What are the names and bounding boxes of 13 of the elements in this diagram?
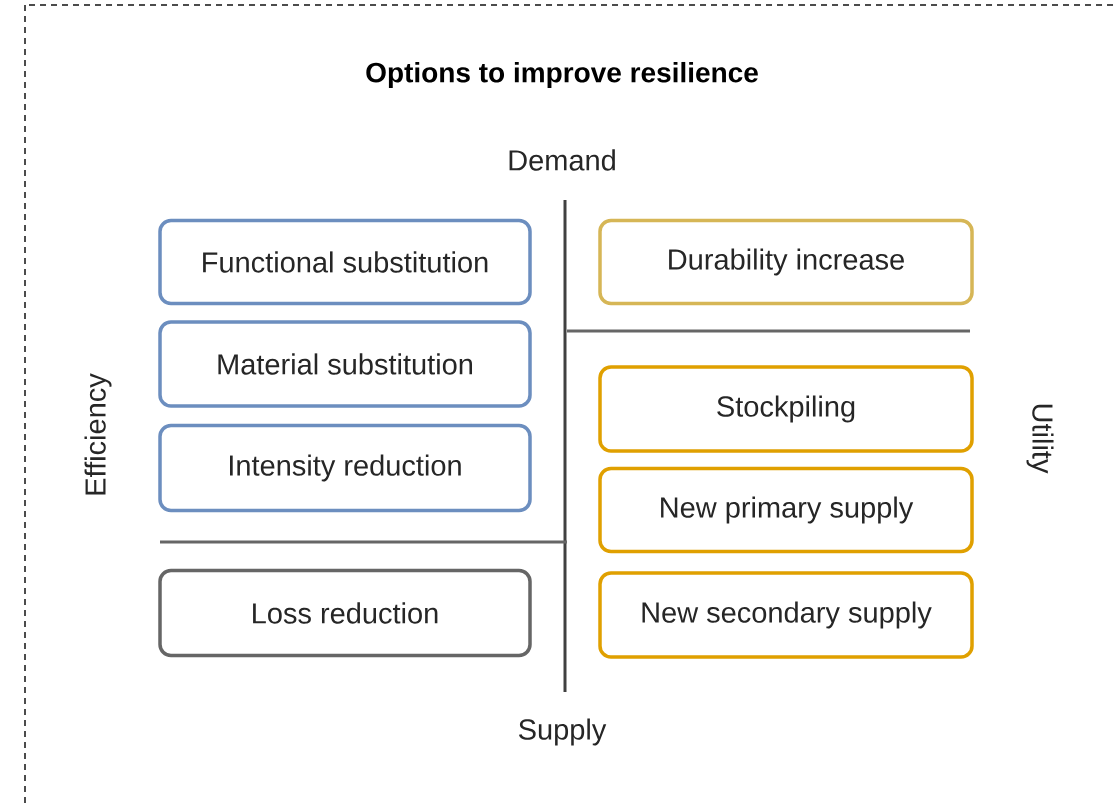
axis-label: Efficiency: [84, 373, 112, 495]
option-box: Intensity reduction: [158, 423, 532, 513]
title: Options to improve resilience: [366, 61, 758, 89]
axis-label: Supply: [519, 718, 607, 746]
option-box: Material substitution: [158, 320, 532, 408]
option-box: Durability increase: [598, 218, 974, 306]
option-box: New primary supply: [598, 466, 974, 554]
option-box: Stockpiling: [598, 365, 974, 453]
axis-label: Utility: [1026, 404, 1054, 474]
option-box: Functional substitution: [158, 218, 532, 306]
option-box: Loss reduction: [158, 568, 532, 658]
axis-label: Demand: [509, 149, 615, 171]
option-box: New secondary supply: [598, 571, 974, 659]
